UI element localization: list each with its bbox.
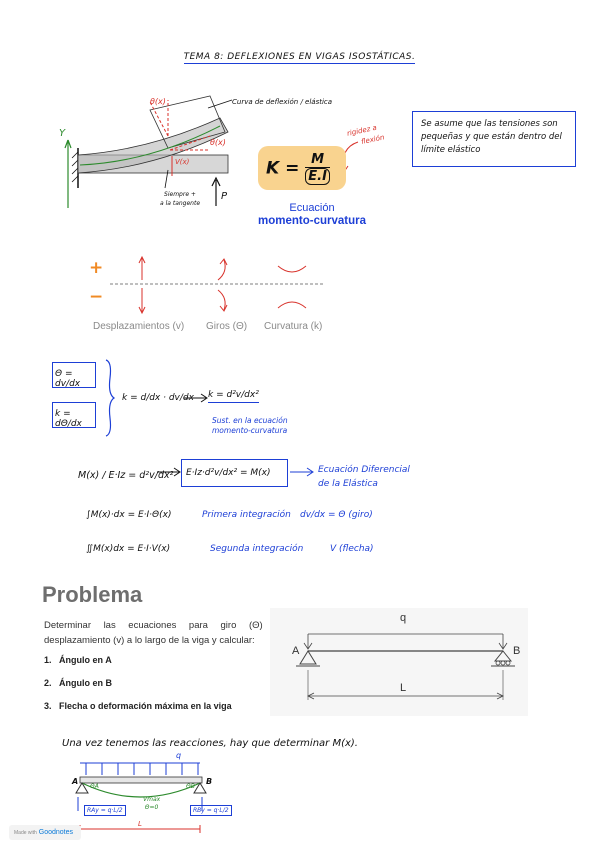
- curve-label: Curva de deflexión / elástica: [232, 98, 333, 106]
- bottom-beam-sketch: [75, 762, 207, 833]
- integration2-result: V (flecha): [330, 544, 374, 554]
- minus-sign: −: [89, 287, 104, 307]
- plus-sign: +: [89, 258, 104, 278]
- roller-support-b: [493, 650, 513, 662]
- integration2-expr: ∬M(x)dx = E·I·V(x): [86, 544, 171, 554]
- reactions-note: Una vez tenemos las reacciones, hay que …: [62, 738, 358, 749]
- beam-load-q: q: [400, 612, 407, 624]
- deflected-beam: [77, 117, 229, 174]
- differential-arrow-1: [157, 467, 181, 477]
- differential-arrow-2: [290, 467, 314, 477]
- bottom-beam: [79, 776, 203, 784]
- sign-convention-diagram: [110, 255, 325, 315]
- deflection-curve: [81, 782, 201, 798]
- differential-box: E·Iz·d²v/dx² = M(x): [181, 459, 288, 487]
- assumption-note-box: Se asume que las tensiones son pequeñas …: [412, 111, 576, 167]
- problema-item: 2. Ángulo en B: [44, 678, 113, 688]
- curvature-result: k = d²v/dx²: [208, 390, 259, 403]
- tangent-note: Siempre +a la tangente: [160, 191, 201, 207]
- chain-rule-expr: k = d/dx · dv/dx: [122, 393, 194, 403]
- reaction-a: RAy = q·L/2: [84, 805, 126, 816]
- problema-list: 1. Ángulo en A 2. Ángulo en B 3. Flecha …: [44, 655, 232, 724]
- goodnotes-watermark: Made with Goodnotes: [9, 825, 81, 840]
- bottom-q: q: [176, 751, 182, 760]
- theta-x-right-label: θ(x): [210, 138, 226, 147]
- k-equation-highlight: [258, 146, 346, 190]
- chain-arrow: [184, 393, 208, 403]
- beam-figure-panel: [270, 608, 528, 716]
- problema-item: 3. Flecha o deformación máxima en la vig…: [44, 701, 232, 711]
- bottom-b: B: [206, 777, 213, 786]
- bottom-l: L: [138, 820, 142, 828]
- axis-y-label: Y: [59, 128, 66, 139]
- theta-a: ΘA: [90, 783, 99, 790]
- desplazamientos-label: Desplazamientos (v): [93, 321, 185, 332]
- differential-left: M(x) / E·Iz = d²v/dx²: [78, 470, 174, 481]
- problema-item: 1. Ángulo en A: [44, 655, 112, 665]
- load-p-label: P: [221, 191, 228, 202]
- giros-label: Giros (Θ): [206, 321, 248, 332]
- integration2-label: Segunda integración: [210, 544, 304, 554]
- theta-definition-box: Θ = dv/dx: [52, 362, 96, 389]
- problema-text: Determinar las ecuaciones para giro (Θ) …: [44, 620, 280, 646]
- integration1-expr: ∫M(x)·dx = E·I·Θ(x): [86, 510, 172, 520]
- reaction-b: RBy = q·L/2: [190, 805, 232, 816]
- page-title: TEMA 8: DEFLEXIONES EN VIGAS ISOSTÁTICAS…: [183, 52, 416, 64]
- curvatura-label: Curvatura (k): [264, 321, 323, 332]
- beam-point-b: B: [513, 645, 521, 657]
- integration1-label: Primera integración: [202, 510, 291, 520]
- k-caption-line2: momento-curvatura: [258, 215, 366, 227]
- k-definition-box: k = dΘ/dx: [52, 402, 96, 429]
- k-caption-line1: Ecuación: [289, 202, 335, 214]
- vx-label: V(x): [175, 158, 190, 166]
- curly-brace: [105, 359, 116, 437]
- theta-b: ΘB: [186, 783, 195, 790]
- bottom-a: A: [72, 777, 79, 786]
- beam-deflection-sketch: [64, 95, 233, 208]
- beam-figure: [296, 633, 515, 700]
- beam-point-a: A: [292, 645, 300, 657]
- theta-x-label: θ(x): [150, 97, 166, 106]
- pin-support-a: [299, 650, 317, 665]
- beam-span-l: L: [400, 682, 407, 694]
- integration1-result: dv/dx = Θ (giro): [300, 510, 373, 520]
- problema-heading: Problema: [42, 582, 143, 607]
